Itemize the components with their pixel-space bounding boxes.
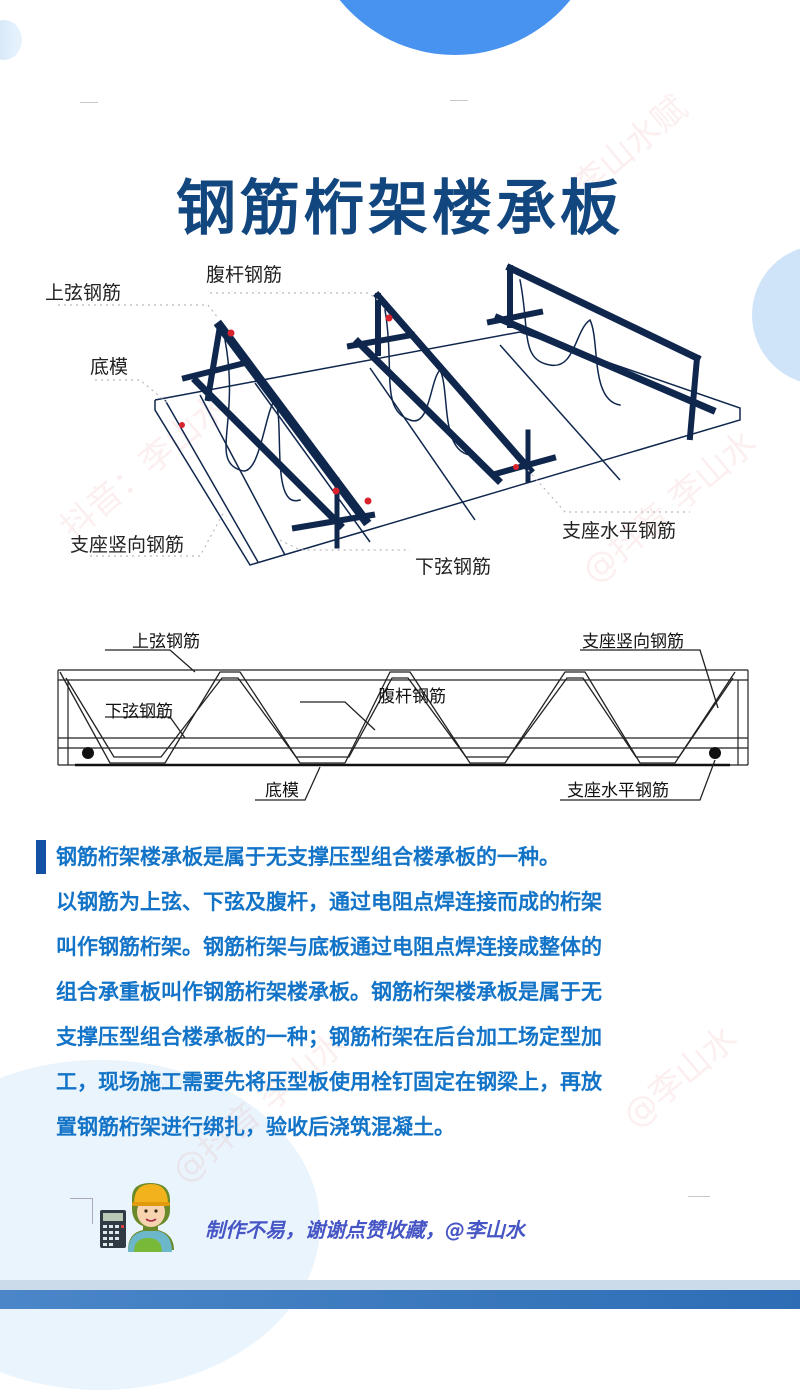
- bottom-band-light: [0, 1280, 800, 1290]
- decorative-tick: [80, 102, 98, 103]
- label-web-bar-2d: 腹杆钢筋: [378, 687, 446, 707]
- label-bottom-chord-2d: 下弦钢筋: [105, 702, 173, 722]
- label-support-vertical-2d: 支座竖向钢筋: [582, 632, 684, 652]
- label-bottom-chord-3d: 下弦钢筋: [415, 556, 492, 578]
- label-web-bar-3d: 腹杆钢筋: [206, 264, 283, 286]
- label-support-horizontal-2d: 支座水平钢筋: [567, 781, 669, 801]
- label-top-chord-2d: 上弦钢筋: [132, 632, 200, 652]
- description-line: 叫作钢筋桁架。钢筋桁架与底板通过电阻点焊连接成整体的: [56, 935, 602, 959]
- decorative-tick: [450, 100, 468, 101]
- description-line: 组合承重板叫作钢筋桁架楼承板。钢筋桁架楼承板是属于无: [56, 980, 602, 1004]
- label-support-horizontal-3d: 支座水平钢筋: [562, 520, 677, 542]
- paragraph-accent-bar: [36, 840, 46, 874]
- description-line: 置钢筋桁架进行绑扎，验收后浇筑混凝土。: [56, 1115, 455, 1139]
- footer-thanks-text: 制作不易，谢谢点赞收藏，@李山水: [205, 1218, 525, 1242]
- label-support-vertical-3d: 支座竖向钢筋: [70, 534, 185, 556]
- description-line: 工，现场施工需要先将压型板使用栓钉固定在钢梁上，再放: [56, 1070, 602, 1094]
- decorative-tick: [688, 1196, 710, 1197]
- truss-deck-3d-diagram: [58, 263, 741, 566]
- description-paragraph: 钢筋桁架楼承板是属于无支撑压型组合楼承板的一种。 以钢筋为上弦、下弦及腹杆，通过…: [56, 835, 756, 1150]
- label-bottom-form-3d: 底模: [90, 356, 129, 378]
- description-line: 钢筋桁架楼承板是属于无支撑压型组合楼承板的一种。: [56, 845, 560, 869]
- truss-elevation-diagram: [57, 649, 749, 801]
- decorative-corner: [92, 1198, 93, 1224]
- page-title: 钢筋桁架楼承板: [176, 174, 624, 244]
- label-top-chord-3d: 上弦钢筋: [45, 282, 122, 304]
- decorative-circle-left: [0, 20, 22, 60]
- decorative-corner: [70, 1198, 92, 1199]
- bottom-band: [0, 1290, 800, 1309]
- engineer-with-calculator-icon: [100, 1183, 174, 1252]
- label-bottom-form-2d: 底模: [265, 781, 299, 801]
- description-line: 以钢筋为上弦、下弦及腹杆，通过电阻点焊连接而成的桁架: [56, 890, 602, 914]
- description-line: 支撑压型组合楼承板的一种；钢筋桁架在后台加工场定型加: [56, 1025, 602, 1049]
